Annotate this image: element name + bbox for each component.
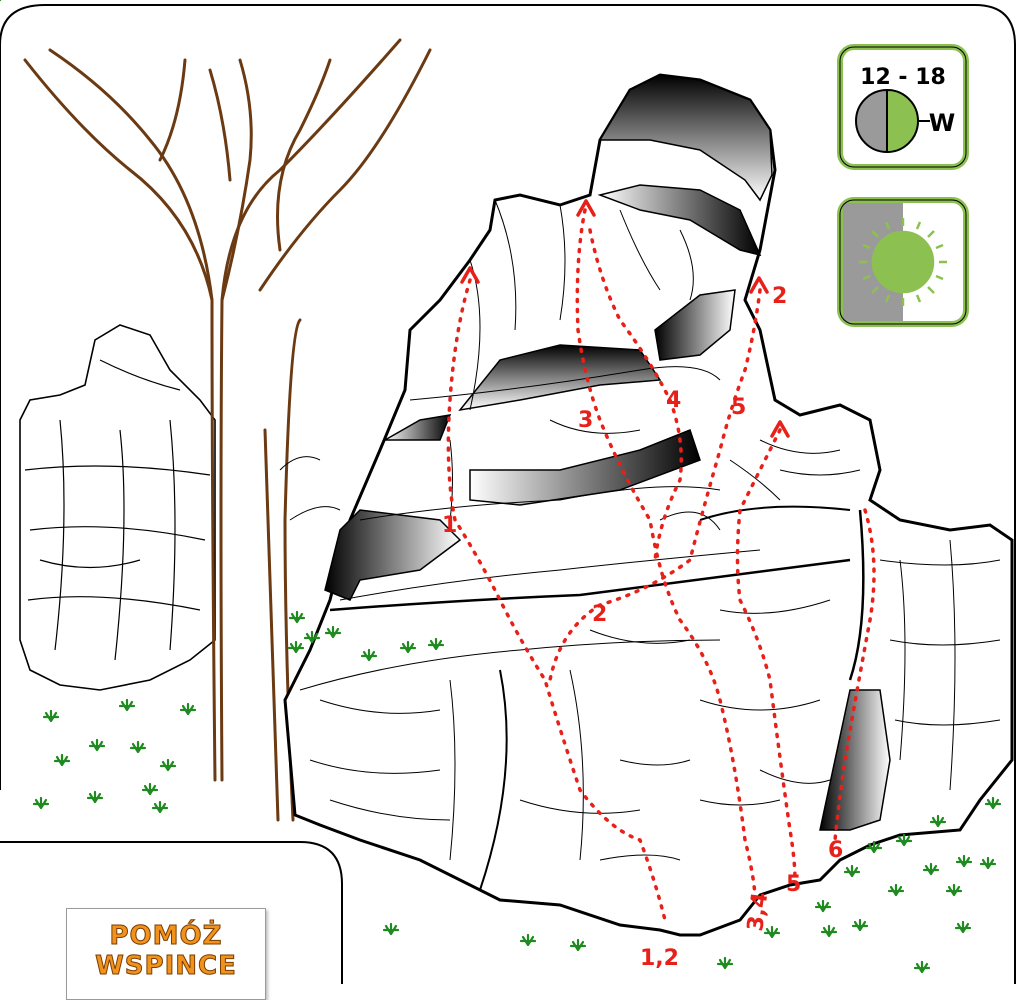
- route-label-top-2: 2: [772, 284, 787, 309]
- help-line-1: POMÓŻ: [67, 921, 265, 951]
- route-label-top-5: 5: [731, 395, 746, 420]
- sun-hours-text: 12 - 18: [860, 65, 946, 90]
- route-label-base-1-2: 1,2: [640, 946, 679, 971]
- help-climber-button[interactable]: POMÓŻ WSPINCE: [66, 908, 266, 1000]
- aspect-letter: W: [929, 109, 955, 137]
- route-label-top-3: 3: [578, 408, 593, 433]
- route-label-base-5: 5: [786, 872, 801, 897]
- route-label-base-6: 6: [828, 838, 843, 863]
- route-label-mid-2: 2: [592, 602, 607, 627]
- help-line-2: WSPINCE: [67, 951, 265, 981]
- background-boulder: [20, 325, 215, 690]
- route-label-base-3-4: 3,4: [743, 891, 773, 933]
- route-label-top-1: 1: [442, 513, 457, 538]
- sun-hours-badge: 12 - 18 W: [840, 47, 966, 167]
- sun-icon: [859, 218, 947, 306]
- sun-exposure-badge: [840, 200, 966, 324]
- route-label-top-4: 4: [666, 388, 681, 413]
